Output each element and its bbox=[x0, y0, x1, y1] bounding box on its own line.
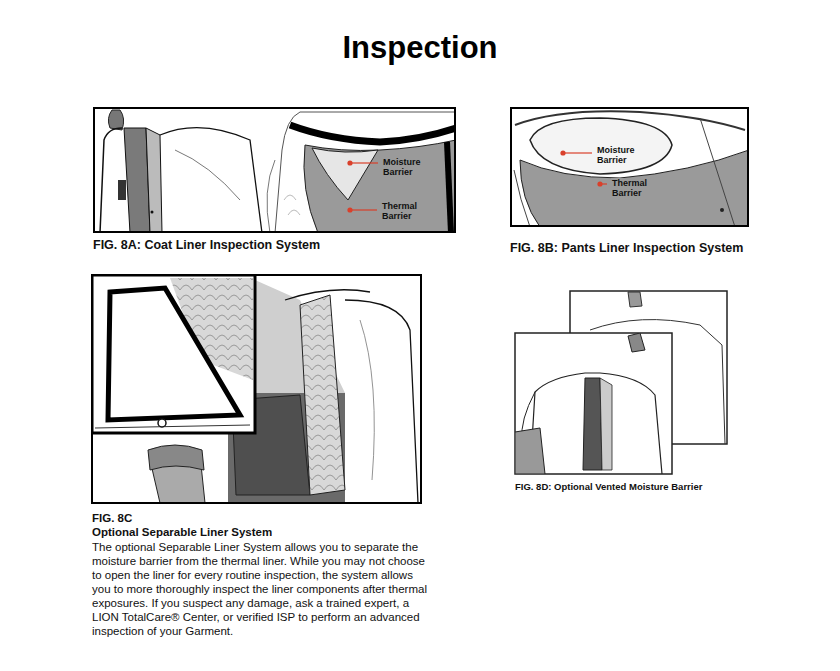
pants-liner-drawing-part bbox=[560, 150, 565, 155]
separable-liner-drawing-part bbox=[92, 275, 255, 433]
pants-liner-drawing-part bbox=[597, 181, 602, 186]
pants-liner-drawing-part bbox=[720, 208, 724, 212]
vented-barrier-drawing-part-part bbox=[583, 378, 602, 470]
coat-liner-drawing-part bbox=[312, 148, 378, 200]
pants-liner-drawing bbox=[510, 107, 749, 227]
vented-barrier-drawing bbox=[515, 291, 727, 474]
figure-caption: FIG. 8A: Coat Liner Inspection System bbox=[93, 238, 320, 253]
vented-barrier-drawing-part bbox=[515, 333, 662, 474]
separable-liner-drawing-part bbox=[92, 275, 421, 503]
coat-liner-drawing-part bbox=[275, 112, 456, 233]
page-title: Inspection bbox=[0, 30, 840, 66]
coat-liner-drawing-part bbox=[290, 125, 456, 142]
body-text: The optional Separable Liner System allo… bbox=[92, 540, 427, 638]
coat-liner-drawing-part bbox=[347, 207, 352, 212]
figure-frame bbox=[92, 275, 421, 503]
pants-liner-drawing-part bbox=[700, 118, 735, 227]
callout-label: Thermal Barrier bbox=[381, 201, 429, 221]
coat-liner-drawing-part bbox=[175, 150, 240, 200]
separable-liner-drawing-part bbox=[360, 320, 374, 480]
coat-liner-drawing-part bbox=[304, 140, 456, 233]
figure-panel: Moisture BarrierThermal Barrier bbox=[510, 107, 749, 227]
separable-liner-drawing bbox=[92, 275, 421, 503]
coat-liner-drawing-part bbox=[118, 180, 126, 200]
pants-liner-drawing-part bbox=[510, 107, 749, 227]
figure-caption: FIG. 8D: Optional Vented Moisture Barrie… bbox=[515, 481, 702, 492]
coat-liner-drawing-part bbox=[146, 128, 162, 233]
separable-liner-drawing-part bbox=[148, 445, 204, 470]
coat-liner-drawing bbox=[93, 107, 456, 233]
vented-barrier-drawing-part-part bbox=[628, 292, 642, 307]
pants-liner-drawing-part bbox=[514, 170, 530, 227]
figure-caption: FIG. 8B: Pants Liner Inspection System bbox=[510, 241, 743, 256]
vented-barrier-drawing-part-part bbox=[628, 333, 645, 352]
figure-panel: Moisture BarrierThermal Barrier bbox=[93, 107, 456, 233]
pants-liner-drawing-part bbox=[563, 152, 592, 153]
coat-liner-drawing-part bbox=[267, 160, 275, 233]
vented-barrier-drawing-part-part bbox=[530, 373, 662, 474]
coat-liner-drawing-part bbox=[93, 107, 456, 233]
coat-liner-drawing-part bbox=[350, 162, 378, 163]
vented-barrier-drawing-part bbox=[515, 333, 672, 474]
callout-label: Moisture Barrier bbox=[596, 145, 644, 165]
separable-liner-drawing-part bbox=[92, 275, 255, 433]
coat-liner-drawing-part bbox=[151, 211, 154, 214]
separable-liner-drawing-part bbox=[345, 300, 418, 503]
vented-barrier-drawing-part-part bbox=[515, 428, 545, 474]
coat-liner-drawing-part bbox=[108, 110, 123, 130]
pants-liner-drawing-part bbox=[530, 118, 672, 174]
coat-liner-drawing-part bbox=[447, 142, 451, 233]
vented-barrier-drawing-part-part bbox=[600, 378, 612, 470]
coat-liner-drawing-part bbox=[284, 195, 300, 215]
coat-liner-drawing-part bbox=[350, 209, 377, 210]
coat-liner-drawing-part bbox=[160, 128, 262, 233]
separable-liner-drawing-part bbox=[300, 295, 345, 495]
separable-liner-drawing-part bbox=[158, 419, 166, 427]
separable-liner-drawing-part bbox=[95, 425, 250, 428]
coat-liner-drawing-part bbox=[347, 160, 352, 165]
separable-liner-drawing-part bbox=[108, 288, 240, 420]
callout-label: Moisture Barrier bbox=[382, 157, 430, 177]
figure-caption: FIG. 8C bbox=[92, 511, 132, 525]
callout-label: Thermal Barrier bbox=[611, 178, 659, 198]
figure-caption: Optional Separable Liner System bbox=[92, 525, 272, 539]
